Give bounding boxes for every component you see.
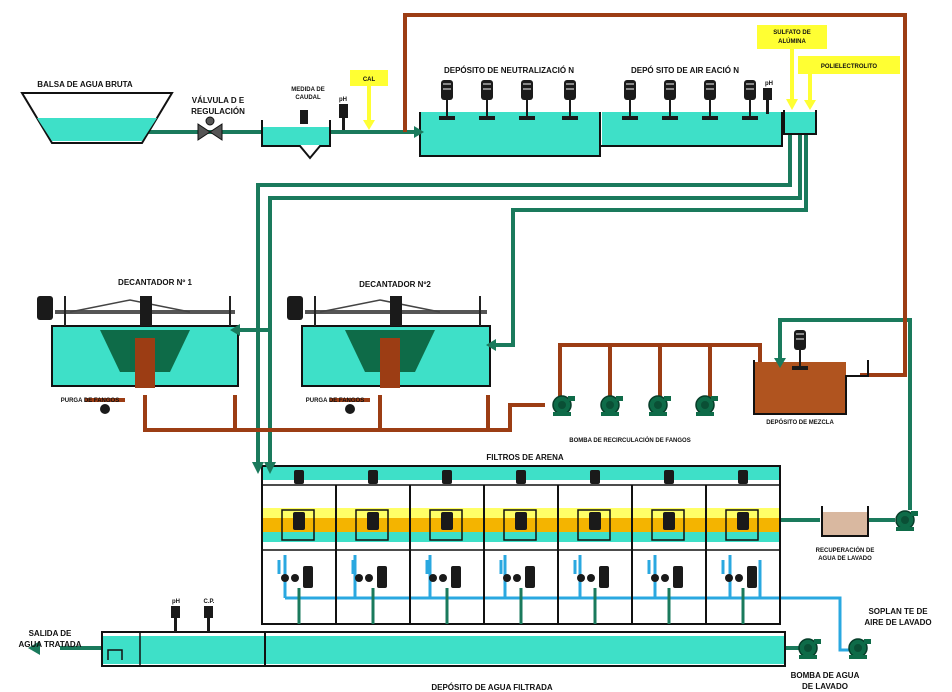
water-pipes [60, 130, 912, 650]
purge-2-label: PURGA DE FANGOS [306, 398, 364, 404]
aeration-ph-label: pH [765, 81, 773, 87]
tank-cp-label: C.P. [204, 599, 215, 605]
settler-2: DECANTADOR Nº2 PURGA DE FANGOS [287, 280, 491, 414]
aeration-label: DEPÓ SITO DE AIR EACIÓ N [631, 66, 739, 75]
regulation-valve[interactable]: VÁLVULA D E REGULACIÓN [191, 96, 245, 141]
ph-label: pH [339, 97, 347, 103]
settler-1-label: DECANTADOR Nº 1 [118, 278, 192, 287]
purge-2-valve-icon[interactable] [345, 404, 355, 414]
filtered-water-tank: pH C.P. DEPÓSITO DE AGUA FILTRADA [101, 599, 786, 692]
wash-recovery-label-line2: AGUA DE LAVADO [818, 556, 872, 562]
recirculation-pumps-label: BOMBA DE RECIRCULACIÓN DE FANGOS [569, 436, 690, 444]
aeration-tank: DEPÓ SITO DE AIR EACIÓ N pH [600, 66, 783, 147]
lime-label: CAL [363, 77, 376, 83]
tank-ph-label: pH [172, 599, 180, 605]
wash-water-pump[interactable]: BOMBA DE AGUA DE LAVADO [791, 638, 860, 691]
settler-2-label: DECANTADOR Nº2 [359, 280, 431, 289]
purge-1-label: PURGA DE FANGOS [61, 398, 119, 404]
filter-unit [647, 470, 685, 624]
filter-unit [351, 470, 389, 624]
recirculation-pumps: BOMBA DE RECIRCULACIÓN DE FANGOS [552, 395, 719, 444]
raw-water-pond: BALSA DE AGUA BRUTA [20, 80, 174, 144]
outlet-label-line1: SALIDA DE [29, 629, 72, 638]
recovery-pump-icon[interactable] [895, 510, 919, 532]
outlet-label-line2: AGUA TRATADA [19, 640, 82, 649]
valve-label-line2: REGULACIÓN [191, 107, 245, 116]
mixing-tank: DEPÓSITO DE MEZCLA [753, 330, 869, 426]
filter-unit [721, 470, 759, 624]
wash-recovery-label-line1: RECUPERACIÓN DE [816, 546, 875, 554]
wash-pump-label-line1: BOMBA DE AGUA [791, 671, 860, 680]
polyelectrolyte-label: POLIELECTROLITO [821, 64, 878, 70]
neutralization-tank: DEPÓSITO DE NEUTRALIZACIÓ N [419, 66, 601, 157]
flow-meter-label-line2: CAUDAL [295, 95, 321, 101]
ph-probe: pH [339, 97, 348, 130]
filter-unit [573, 470, 611, 624]
air-pipes [283, 555, 855, 652]
settler-1: DECANTADOR Nº 1 PURGA DE FANGOS [37, 278, 239, 414]
filter-unit [425, 470, 463, 624]
blower-label-line1: SOPLAN TE DE [868, 607, 928, 616]
filtered-tank-label: DEPÓSITO DE AGUA FILTRADA [431, 683, 553, 692]
mixing-tank-label: DEPÓSITO DE MEZCLA [766, 418, 834, 426]
raw-pond-label: BALSA DE AGUA BRUTA [37, 80, 133, 89]
alum-label-line1: SULFATO DE [773, 30, 810, 36]
filter-unit [277, 470, 315, 624]
wash-recovery-tank: RECUPERACIÓN DE AGUA DE LAVADO [816, 506, 875, 562]
filter-unit [499, 470, 537, 624]
purge-1-valve-icon[interactable] [100, 404, 110, 414]
flow-arrows [230, 126, 786, 474]
valve-label-line1: VÁLVULA D E [192, 96, 245, 105]
flow-meter-label-line1: MEDIDA DE [291, 87, 324, 93]
sludge-pipes [85, 13, 907, 432]
treated-water-outlet: SALIDA DE AGUA TRATADA [19, 629, 82, 655]
alum-label-line2: ALÚMINA [778, 38, 806, 45]
blower-label-line2: AIRE DE LAVADO [864, 618, 931, 627]
wash-pump-label-line2: DE LAVADO [802, 682, 848, 691]
neutralization-label: DEPÓSITO DE NEUTRALIZACIÓ N [444, 66, 574, 75]
flow-meter-channel: MEDIDA DE CAUDAL [261, 87, 331, 160]
lime-dosing: CAL [350, 70, 388, 130]
sand-filters-label: FILTROS DE ARENA [486, 453, 564, 462]
polyelectrolyte-dosing: POLIELECTROLITO [798, 56, 900, 110]
wash-air-blower[interactable]: SOPLAN TE DE AIRE DE LAVADO [848, 607, 932, 660]
flocculation-chamber [783, 110, 817, 135]
sand-filters: FILTROS DE ARENA [261, 453, 781, 625]
alum-dosing: SULFATO DE ALÚMINA [757, 25, 827, 110]
